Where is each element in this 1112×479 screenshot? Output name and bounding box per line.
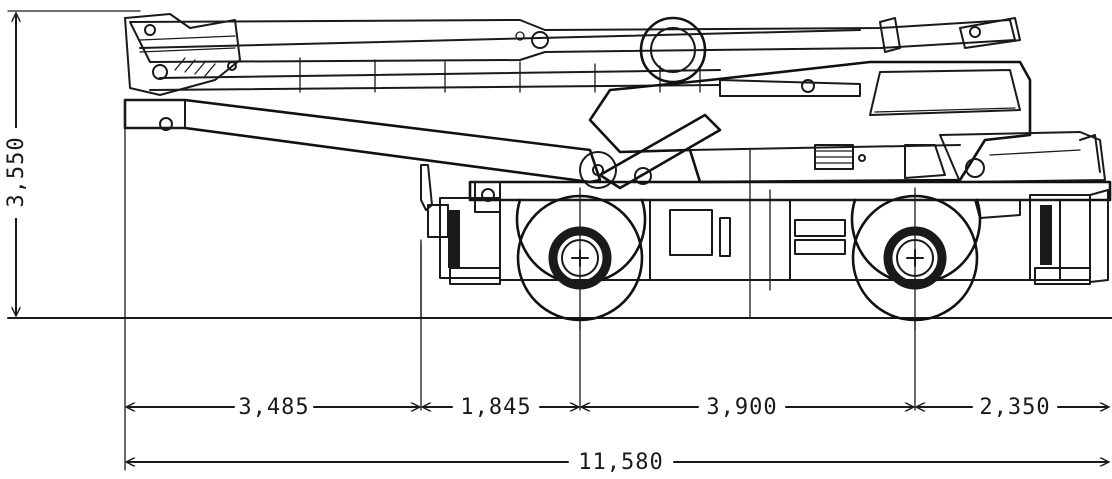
rear-outrigger (1029, 189, 1109, 285)
crane-silhouette (123, 13, 1112, 331)
wheelbase-label: 3,900 (706, 395, 777, 420)
superstructure (588, 60, 1106, 184)
rear-wheel (850, 187, 982, 331)
dimension-overall-length: 11,580 (127, 450, 1108, 475)
front-wheel (515, 187, 647, 331)
overall-length-label: 11,580 (578, 450, 663, 475)
dimension-front-overhang: 3,485 (127, 395, 419, 420)
dimension-height: 3,550 (4, 14, 30, 315)
dimension-rear-overhang: 2,350 (917, 395, 1108, 420)
boom (123, 13, 1021, 184)
rear-overhang-label: 2,350 (979, 395, 1050, 420)
outrigger-to-axle-label: 1,845 (460, 395, 531, 420)
derrick-cylinder (579, 113, 722, 190)
height-label-mask (4, 128, 30, 218)
front-overhang-label: 3,485 (238, 395, 309, 420)
height-dimension-label: 3,550 (4, 136, 29, 207)
jib-sheave (639, 16, 707, 84)
boom-head (124, 13, 241, 96)
engine-grille (814, 144, 854, 170)
dimension-wheelbase: 3,900 (582, 395, 913, 420)
front-outrigger (420, 164, 501, 319)
dimension-outrigger-to-axle: 1,845 (423, 395, 578, 420)
